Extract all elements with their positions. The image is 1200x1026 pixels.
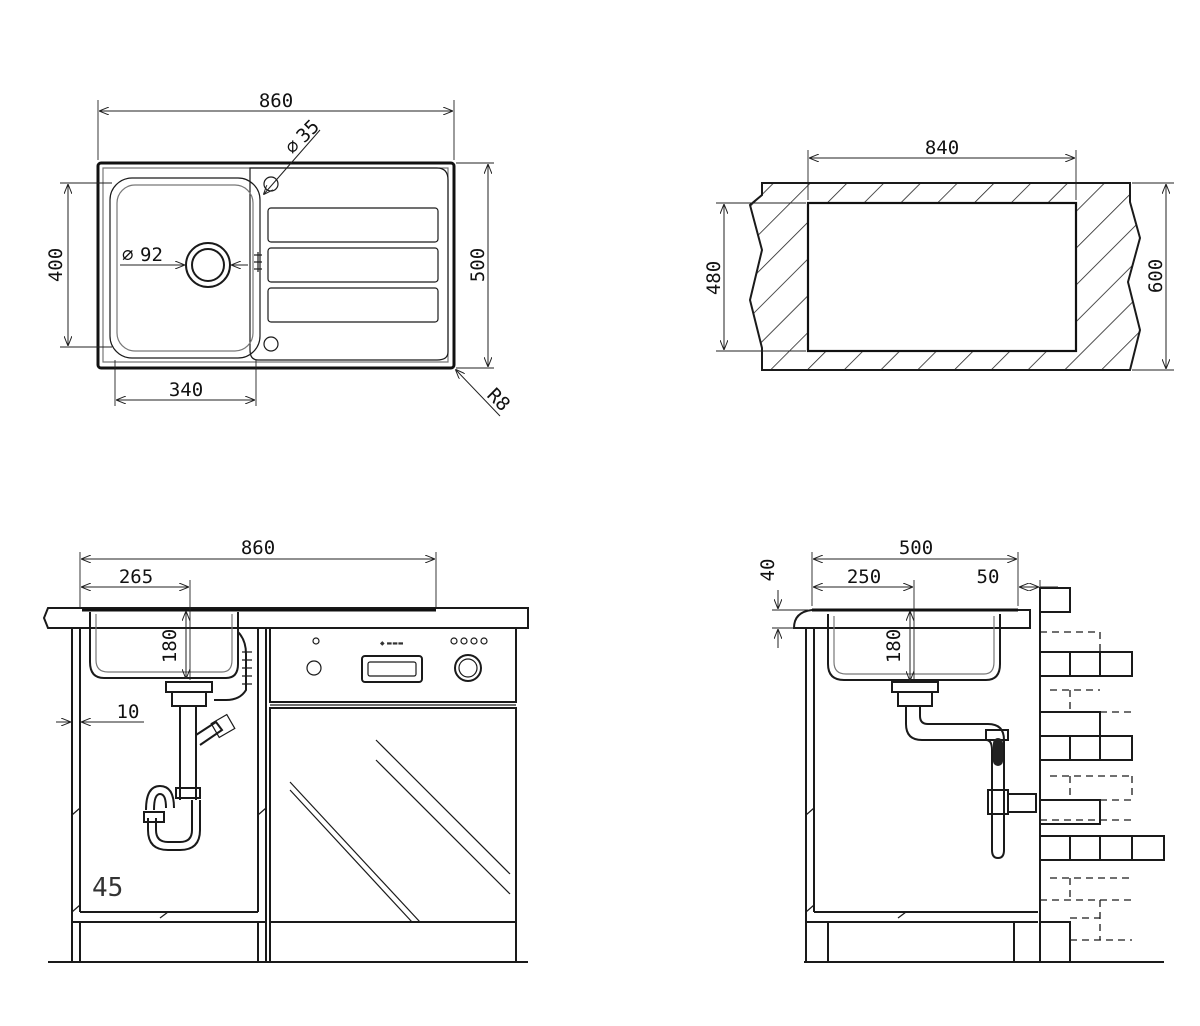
side-waste-trap bbox=[891, 681, 1037, 860]
bowl-outer bbox=[109, 177, 261, 359]
drain-outer bbox=[185, 242, 231, 288]
dim-panel-gap: 10 bbox=[117, 701, 140, 723]
dim-overall-depth: 500 bbox=[467, 248, 489, 282]
front-bowl bbox=[89, 612, 239, 679]
dim-cutout-depth: 480 bbox=[703, 261, 725, 295]
dim-worktop-depth: 600 bbox=[1145, 259, 1167, 293]
tap-hole-icon bbox=[263, 176, 279, 192]
bowl-inner bbox=[116, 184, 254, 352]
dishwasher-indicator-icon bbox=[312, 637, 320, 645]
dishwasher-brand-logo: ◆ ▬▬▬ bbox=[380, 640, 404, 647]
dim-front-width: 860 bbox=[241, 537, 275, 559]
cutout-view: 840 480 600 bbox=[703, 137, 1174, 371]
dim-bowl-depth: 400 bbox=[45, 248, 67, 282]
dim-drain-symbol: ⌀ bbox=[122, 244, 133, 266]
dim-side-drain-offset: 250 bbox=[847, 566, 881, 588]
dim-side-bowl-depth: 180 bbox=[883, 629, 905, 663]
drain-inner bbox=[191, 248, 225, 282]
side-wall-bricks bbox=[1039, 587, 1165, 963]
dishwasher-knob-small-icon bbox=[306, 660, 322, 676]
dim-side-depth: 500 bbox=[899, 537, 933, 559]
dishwasher-display bbox=[361, 655, 423, 683]
side-view: 500 250 50 180 40 bbox=[757, 537, 1165, 963]
dim-bowl-width: 340 bbox=[169, 379, 203, 401]
dim-worktop-thickness: 40 bbox=[757, 559, 779, 582]
dim-panel-thickness: 45 bbox=[92, 873, 123, 903]
sink-outline bbox=[96, 161, 456, 370]
dim-drain: 92 bbox=[140, 244, 163, 266]
dishwasher-door bbox=[269, 707, 517, 923]
cutout-opening bbox=[806, 201, 1078, 353]
dim-top-width: 860 bbox=[259, 90, 293, 112]
dim-corner-radius: R8 bbox=[482, 384, 514, 416]
dim-rear-gap: 50 bbox=[977, 566, 1000, 588]
worktop-outline bbox=[748, 182, 1142, 371]
dishwasher-control-panel bbox=[269, 627, 517, 703]
drainer-groove-1 bbox=[267, 207, 439, 243]
side-bowl bbox=[827, 614, 1001, 681]
overflow-hole-icon bbox=[263, 336, 279, 352]
drainer-groove-3 bbox=[267, 287, 439, 323]
top-view: 860 ⌀ 35 400 500 ⌀ 92 340 bbox=[45, 90, 514, 417]
dim-cutout-width: 840 bbox=[925, 137, 959, 159]
drainer-area bbox=[249, 167, 449, 361]
front-view: ◆ ▬▬▬ 860 265 180 10 45 bbox=[42, 537, 529, 963]
dishwasher-main-knob-icon bbox=[454, 654, 482, 682]
dim-front-offset: 265 bbox=[119, 566, 153, 588]
dim-tap-hole: 35 bbox=[292, 116, 324, 148]
drainer-groove-2 bbox=[267, 247, 439, 283]
front-waste-trap bbox=[143, 631, 252, 851]
dim-front-bowl-depth: 180 bbox=[159, 629, 181, 663]
